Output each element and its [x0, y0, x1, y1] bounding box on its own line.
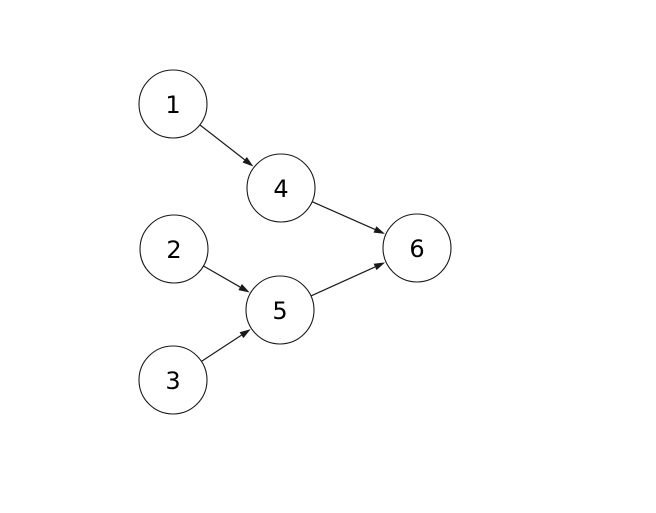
graph-node-4[interactable]: 4 [246, 153, 316, 223]
node-circle [382, 213, 452, 283]
edge-line [203, 265, 241, 288]
arrowhead-icon [373, 262, 386, 271]
edge-line [310, 266, 376, 297]
edges-layer [199, 124, 386, 362]
node-circle [139, 214, 209, 284]
graph-node-2[interactable]: 2 [139, 214, 209, 284]
node-circle [138, 69, 208, 139]
graph-edge-3-to-5[interactable] [201, 329, 251, 362]
arrowhead-icon [242, 157, 254, 167]
node-label: 4 [273, 175, 288, 203]
graph-node-1[interactable]: 1 [138, 69, 208, 139]
graph-edge-1-to-4[interactable] [199, 124, 254, 167]
nodes-layer: 1 2 3 4 5 6 [138, 69, 452, 415]
graph-node-5[interactable]: 5 [245, 275, 315, 345]
graph-edge-2-to-5[interactable] [203, 265, 250, 293]
edge-line [199, 124, 246, 161]
edge-line [311, 201, 376, 230]
node-label: 2 [166, 236, 181, 264]
edge-line [201, 334, 242, 362]
node-label: 5 [272, 297, 287, 325]
arrowhead-icon [239, 329, 251, 339]
node-circle [246, 153, 316, 223]
node-label: 1 [165, 91, 180, 119]
graph-edge-4-to-6[interactable] [311, 201, 385, 234]
graph-node-3[interactable]: 3 [138, 345, 208, 415]
arrowhead-icon [238, 284, 250, 293]
node-circle [138, 345, 208, 415]
arrowhead-icon [373, 226, 385, 234]
node-label: 3 [165, 367, 180, 395]
node-label: 6 [409, 235, 424, 263]
graph-node-6[interactable]: 6 [382, 213, 452, 283]
graph-edge-5-to-6[interactable] [310, 262, 386, 297]
node-circle [245, 275, 315, 345]
